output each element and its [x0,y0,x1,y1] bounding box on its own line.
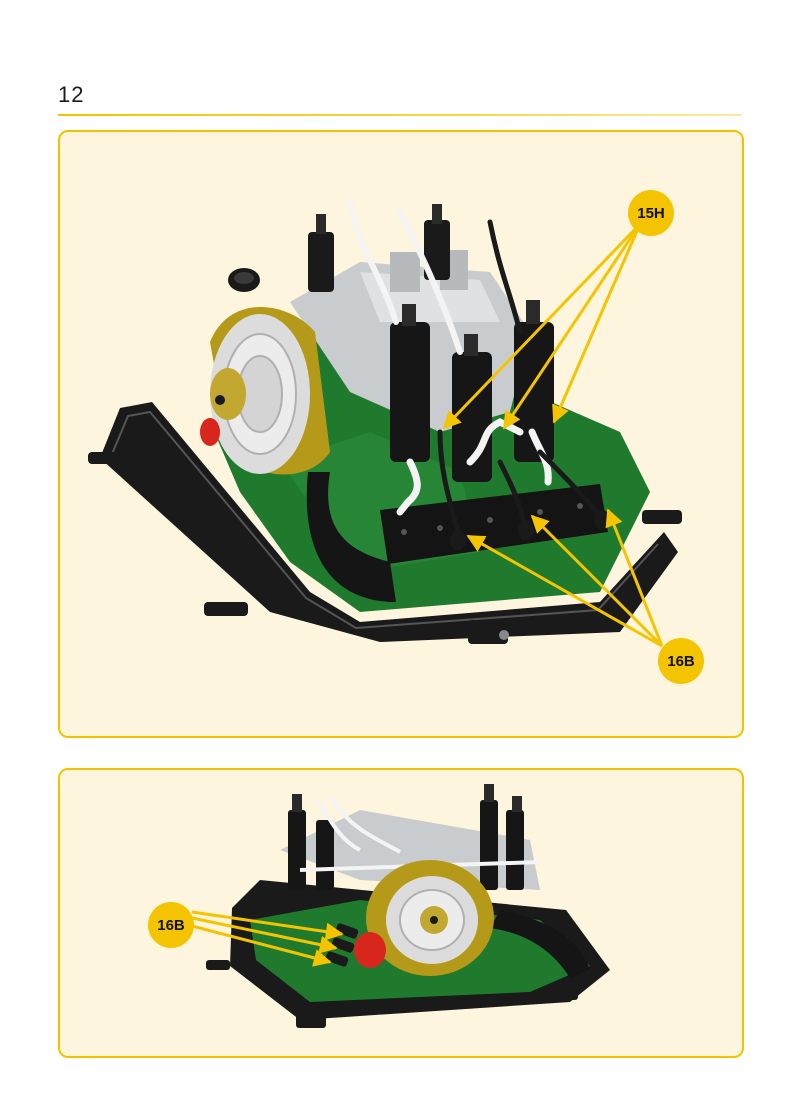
cooling-fan [200,268,330,475]
page-number: 12 [58,82,85,107]
ignition-coils [308,204,554,482]
callout-16b-bottom: 16B [148,902,194,948]
header-rule [58,114,742,116]
callout-16b: 16B [658,638,704,684]
arrows-15h [442,222,642,430]
arrows-16b-top [466,508,664,648]
step-panel-bottom: 16B [58,768,744,1058]
callout-15h: 15H [628,190,674,236]
step-panel-top: 15H 16B [58,130,744,738]
engine-illustration-bottom [191,784,610,1028]
spark-plug-wires [347,199,603,535]
exhaust-pipe [490,910,590,978]
valve-cover [380,484,608,564]
cooling-fan [354,860,494,976]
ignition-coils [288,784,524,890]
exhaust-pipe [306,472,396,602]
engine-illustration-top [88,199,682,648]
arrows-16b-bottom [191,910,344,967]
